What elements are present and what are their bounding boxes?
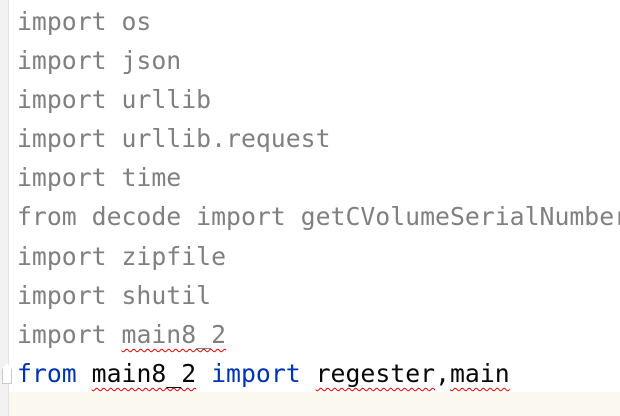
code-line: import urllib.request xyxy=(17,119,620,158)
keyword: import xyxy=(17,280,107,310)
editor-empty-area xyxy=(9,392,620,416)
fold-marker-icon[interactable] xyxy=(2,363,12,384)
code-line: from main8_2 import regester,main xyxy=(17,354,620,393)
keyword: from xyxy=(17,202,77,232)
code-line: import time xyxy=(17,158,620,197)
keyword: from xyxy=(17,358,77,388)
unresolved-module: main8_2 xyxy=(121,319,227,349)
code-line: from decode import getCVolumeSerialNumbe… xyxy=(17,197,620,236)
code-text: urllib.request xyxy=(106,124,331,154)
unresolved-module: main8_2 xyxy=(91,358,197,388)
code-line: import urllib xyxy=(17,80,620,119)
code-line: import shutil xyxy=(17,276,620,315)
code-editor[interactable]: import os import json import urllib impo… xyxy=(17,2,620,393)
keyword: import xyxy=(17,241,107,271)
keyword: import xyxy=(17,46,107,76)
unresolved-name: main xyxy=(450,358,510,388)
editor-gutter xyxy=(0,0,9,416)
keyword: import xyxy=(17,163,107,193)
code-text: decode import getCVolumeSerialNumber xyxy=(76,202,620,232)
code-line: import zipfile xyxy=(17,237,620,276)
code-text: urllib xyxy=(106,85,212,115)
code-line: import main8_2 xyxy=(17,315,620,354)
code-line: import os xyxy=(17,2,620,41)
code-text: json xyxy=(106,46,182,76)
code-line: import json xyxy=(17,41,620,80)
separator: , xyxy=(435,358,450,388)
code-text: time xyxy=(106,163,182,193)
keyword: import xyxy=(211,358,301,388)
code-text: shutil xyxy=(106,280,212,310)
keyword: import xyxy=(17,7,107,36)
keyword: import xyxy=(17,124,107,154)
keyword: import xyxy=(17,85,107,115)
unresolved-name: regester xyxy=(315,358,436,388)
keyword: import xyxy=(17,319,107,349)
code-text: os xyxy=(106,7,152,36)
code-text: zipfile xyxy=(106,241,227,271)
